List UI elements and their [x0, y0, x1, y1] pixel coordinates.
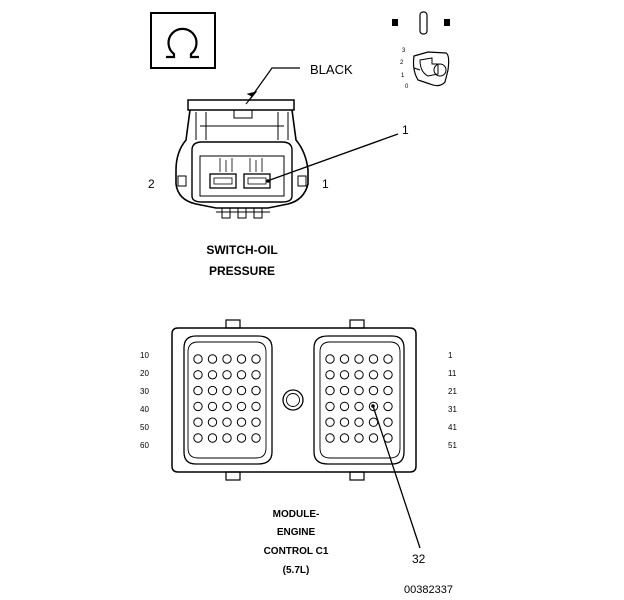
switch-name-line2: PRESSURE — [209, 264, 275, 278]
pin-cavity — [236, 354, 247, 364]
pin-cavity — [193, 354, 203, 364]
module-name-line2: ENGINE — [277, 527, 316, 538]
pin-cavity — [236, 385, 247, 396]
callout-1-label: 1 — [402, 123, 409, 137]
row-label: 1 — [448, 351, 453, 360]
pin-cavity — [325, 354, 335, 364]
pin-cavity — [325, 370, 335, 380]
pin-cavity — [251, 433, 261, 443]
row-label: 51 — [448, 441, 457, 450]
pin-cavity — [236, 417, 247, 427]
row-label: 31 — [448, 405, 457, 414]
pin-cavity — [339, 401, 350, 412]
key-pin-label: 0 — [405, 84, 409, 90]
oil-pressure-switch-connector — [175, 99, 309, 219]
key-pin-label: 1 — [401, 73, 405, 79]
pin-cavity — [222, 385, 232, 396]
pin-cavity — [339, 433, 350, 443]
pin-cavity — [325, 417, 335, 427]
pin-cavity — [383, 417, 393, 427]
module-name-line1: MODULE- — [273, 509, 320, 520]
pin-cavity — [193, 401, 203, 412]
row-label: 20 — [140, 369, 149, 378]
pin-cavity — [193, 370, 203, 380]
row-label: 21 — [448, 387, 457, 396]
pin-cavity — [207, 417, 218, 427]
pin-cavity — [325, 433, 335, 443]
pin-cavity — [368, 370, 379, 380]
pin-cavity — [339, 385, 350, 396]
switch-name-line1: SWITCH-OIL — [206, 243, 277, 257]
figure-id: 00382337 — [404, 584, 453, 596]
pin-label-2: 2 — [148, 177, 155, 191]
omega-connector-symbol-icon — [150, 12, 216, 69]
pin-cavity — [383, 401, 393, 412]
pin-cavity — [354, 385, 364, 396]
row-label: 10 — [140, 351, 149, 360]
pin-cavity — [207, 433, 218, 443]
pin-cavity — [251, 370, 261, 380]
pin-cavity — [383, 385, 393, 396]
pin-cavity — [236, 433, 247, 443]
wire-color-arrow — [245, 67, 300, 105]
pin-cavity — [193, 417, 203, 427]
pin-cavity — [368, 433, 379, 443]
ignition-key-icon — [392, 11, 450, 87]
pin-cavity — [207, 401, 218, 412]
pin-cavity — [193, 385, 203, 396]
pin-cavity — [193, 433, 203, 443]
row-label: 30 — [140, 387, 149, 396]
module-right-row-labels: 1 11 21 31 41 51 — [448, 351, 457, 450]
callout-32-label: 32 — [412, 552, 426, 566]
module-name-line4: (5.7L) — [283, 565, 310, 576]
pin-cavity — [339, 354, 350, 364]
module-pin-grid-left — [193, 354, 261, 443]
pin-cavity — [339, 417, 350, 427]
pin-cavity — [325, 385, 335, 396]
pin-cavity — [325, 401, 335, 412]
pin-cavity — [368, 417, 379, 427]
pin-cavity — [222, 433, 232, 443]
pin-cavity — [251, 354, 261, 364]
key-pin-label: 3 — [402, 48, 406, 54]
pin-cavity — [354, 354, 364, 364]
pin-cavity — [383, 370, 393, 380]
row-label: 40 — [140, 405, 149, 414]
pin-cavity — [207, 370, 218, 380]
row-label: 11 — [448, 369, 457, 378]
row-label: 60 — [140, 441, 149, 450]
callout-32-leader — [371, 404, 421, 549]
pin-cavity — [236, 401, 247, 412]
pin-cavity — [354, 417, 364, 427]
pin-cavity — [222, 354, 232, 364]
wire-color-label: BLACK — [310, 62, 353, 77]
pin-cavity — [222, 417, 232, 427]
pin-cavity — [251, 417, 261, 427]
pin-cavity — [222, 370, 232, 380]
pin-cavity — [339, 370, 350, 380]
module-name-line3: CONTROL C1 — [264, 546, 329, 557]
module-pin-grid-right — [325, 354, 393, 443]
pin-cavity — [222, 401, 232, 412]
pin-cavity — [207, 354, 218, 364]
pin-cavity — [251, 401, 261, 412]
module-left-row-labels: 10 20 30 40 50 60 — [140, 351, 149, 450]
pin-cavity — [354, 401, 364, 412]
pin-cavity — [368, 385, 379, 396]
row-label: 50 — [140, 423, 149, 432]
pin-cavity — [354, 370, 364, 380]
pin-cavity — [354, 433, 364, 443]
callout-1-leader — [266, 133, 399, 183]
row-label: 41 — [448, 423, 457, 432]
key-pin-label: 2 — [400, 60, 404, 66]
pin-cavity — [207, 385, 218, 396]
pin-cavity — [251, 385, 261, 396]
pin-cavity — [383, 354, 393, 364]
pin-cavity — [368, 401, 379, 412]
module-engine-control-connector — [171, 319, 417, 481]
pin-label-1: 1 — [322, 177, 329, 191]
pin-cavity — [368, 354, 379, 364]
pin-cavity — [236, 370, 247, 380]
